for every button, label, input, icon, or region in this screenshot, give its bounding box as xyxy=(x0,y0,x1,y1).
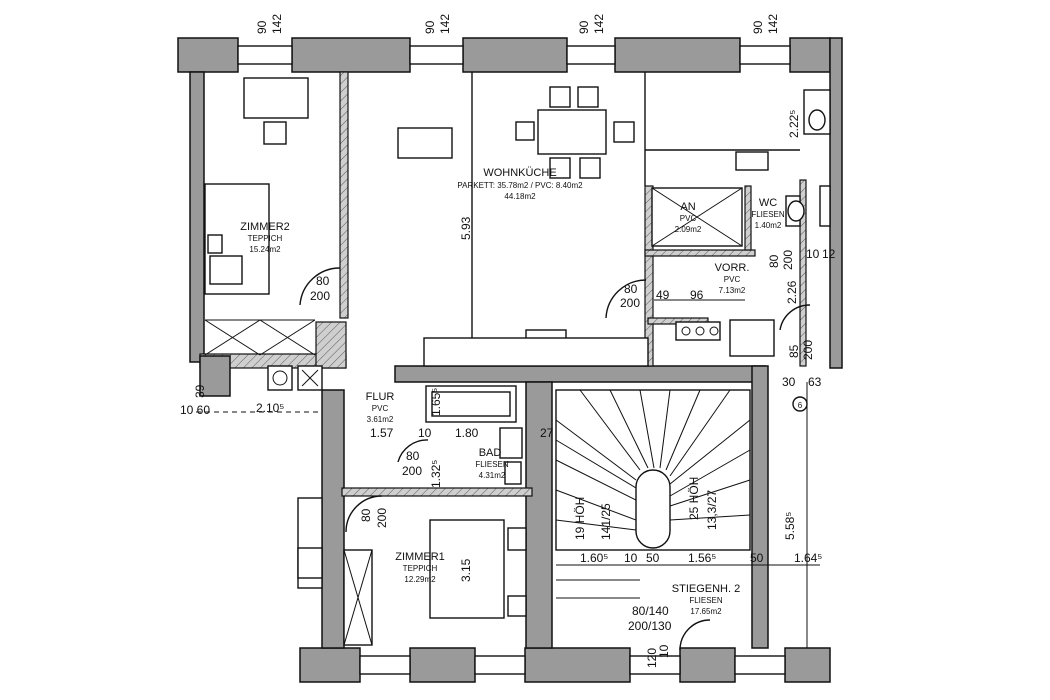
dim-3-15: 3.15 xyxy=(459,558,473,582)
staircase xyxy=(555,389,751,599)
dim-27: 27 xyxy=(540,426,554,440)
dim-zimmer1-200: 200 xyxy=(375,508,389,528)
dim-80-140: 80/140 xyxy=(632,604,669,618)
win-dim-1-142: 142 xyxy=(270,14,284,34)
dim-1-57: 1.57 xyxy=(370,426,394,440)
room-name-flur: FLUR xyxy=(366,391,395,403)
dim-1-56: 1.56⁵ xyxy=(688,551,716,565)
dim-1-64: 1.64⁵ xyxy=(794,551,822,565)
dim-stair-200: 200 xyxy=(801,340,815,360)
dim-1-32: 1.32⁵ xyxy=(429,460,443,488)
dim-vorr-door-200: 200 xyxy=(620,296,640,310)
dim-10: 10 xyxy=(806,247,820,261)
dim-5-58: 5.58⁵ xyxy=(783,512,797,540)
room-name-zimmer2: ZIMMER2 xyxy=(240,221,290,233)
dim-96: 96 xyxy=(690,288,704,302)
dim-wc-80: 80 xyxy=(767,254,781,268)
dim-2-10: 2.10⁵ xyxy=(256,401,284,415)
interior-walls xyxy=(199,71,807,649)
room-area-wohnkueche: 44.18m2 xyxy=(504,192,536,201)
dimension-labels: 2.22⁵ 5.93 80 200 80 200 49 96 2.26 80 2… xyxy=(180,110,836,668)
room-area-an: 2.09m2 xyxy=(675,225,702,234)
dim-flur-10: 10 xyxy=(418,426,432,440)
dim-zimmer2-door-200: 200 xyxy=(310,289,330,303)
room-name-bad: BAD xyxy=(479,447,502,459)
room-floor-zimmer1: TEPPICH xyxy=(403,564,438,573)
dim-39: 39 xyxy=(193,384,207,398)
dim-19-hoh: 19 HÖH xyxy=(573,497,587,540)
axis-marker-6: 6 xyxy=(798,401,803,410)
dim-wc-200: 200 xyxy=(781,250,795,270)
room-name-wohnkueche: WOHNKÜCHE xyxy=(483,167,556,179)
dim-63: 63 xyxy=(808,375,822,389)
room-area-zimmer1: 12.29m2 xyxy=(404,575,436,584)
room-floor-wohnkueche: PARKETT: 35.78m2 / PVC: 8.40m2 xyxy=(457,181,583,190)
room-area-vorr: 7.13m2 xyxy=(719,286,746,295)
room-name-an: AN xyxy=(680,201,695,213)
win-dim-3-142: 142 xyxy=(592,14,606,34)
window-dimensions: 90 142 90 142 90 142 90 142 xyxy=(255,14,780,34)
dim-120: 120 xyxy=(645,648,659,668)
room-floor-flur: PVC xyxy=(372,404,389,413)
dim-1-60: 1.60⁵ xyxy=(580,551,608,565)
dim-30: 30 xyxy=(782,375,796,389)
dim-12: 12 xyxy=(822,247,836,261)
room-labels: WOHNKÜCHE PARKETT: 35.78m2 / PVC: 8.40m2… xyxy=(240,167,785,616)
dim-2-22: 2.22⁵ xyxy=(787,110,801,138)
room-area-bad: 4.31m2 xyxy=(479,471,506,480)
win-dim-1-90: 90 xyxy=(255,20,269,34)
dim-1-80: 1.80 xyxy=(455,426,479,440)
dim-200-130: 200/130 xyxy=(628,619,672,633)
room-floor-wc: FLIESEN xyxy=(751,210,785,219)
room-area-wc: 1.40m2 xyxy=(755,221,782,230)
dim-10-60: 10 60 xyxy=(180,403,210,417)
dim-25-hoh: 25 HÖH xyxy=(687,477,701,520)
furniture xyxy=(204,72,831,646)
dim-5-93: 5.93 xyxy=(459,216,473,240)
dim-50-a: 50 xyxy=(646,551,660,565)
win-dim-2-90: 90 xyxy=(423,20,437,34)
room-name-wc: WC xyxy=(759,197,777,209)
dim-49: 49 xyxy=(656,288,670,302)
exterior-walls xyxy=(177,37,843,683)
win-dim-3-90: 90 xyxy=(577,20,591,34)
dim-1-65: 1.65⁵ xyxy=(429,388,443,416)
room-name-zimmer1: ZIMMER1 xyxy=(395,551,445,563)
room-floor-zimmer2: TEPPICH xyxy=(248,234,283,243)
room-area-stiegenh: 17.65m2 xyxy=(690,607,722,616)
room-name-vorr: VORR. xyxy=(715,262,750,274)
win-dim-2-142: 142 xyxy=(438,14,452,34)
door-swings xyxy=(299,267,811,651)
dim-2-26: 2.26 xyxy=(785,280,799,304)
room-floor-vorr: PVC xyxy=(724,275,741,284)
dim-bad-80: 80 xyxy=(406,449,420,463)
dim-vorr-door-80: 80 xyxy=(624,282,638,296)
dim-zimmer2-door-80: 80 xyxy=(316,274,330,288)
dim-50-b: 50 xyxy=(750,551,764,565)
room-floor-bad: FLIESEN xyxy=(475,460,509,469)
dim-zimmer1-80: 80 xyxy=(359,508,373,522)
win-dim-4-142: 142 xyxy=(766,14,780,34)
dim-141-25: 141/25 xyxy=(599,503,613,540)
room-floor-an: PVC xyxy=(680,214,697,223)
dim-13-3-27: 13,3/27 xyxy=(705,490,719,530)
room-area-zimmer2: 15.24m2 xyxy=(249,245,281,254)
dim-stair-10: 10 xyxy=(624,551,638,565)
win-dim-4-90: 90 xyxy=(751,20,765,34)
room-area-flur: 3.61m2 xyxy=(367,415,394,424)
room-name-stiegenh: STIEGENH. 2 xyxy=(672,583,740,595)
room-floor-stiegenh: FLIESEN xyxy=(689,596,723,605)
dim-door-10: 10 xyxy=(657,644,671,658)
dim-85: 85 xyxy=(787,344,801,358)
dim-bad-200: 200 xyxy=(402,464,422,478)
dimension-lines xyxy=(196,299,820,648)
